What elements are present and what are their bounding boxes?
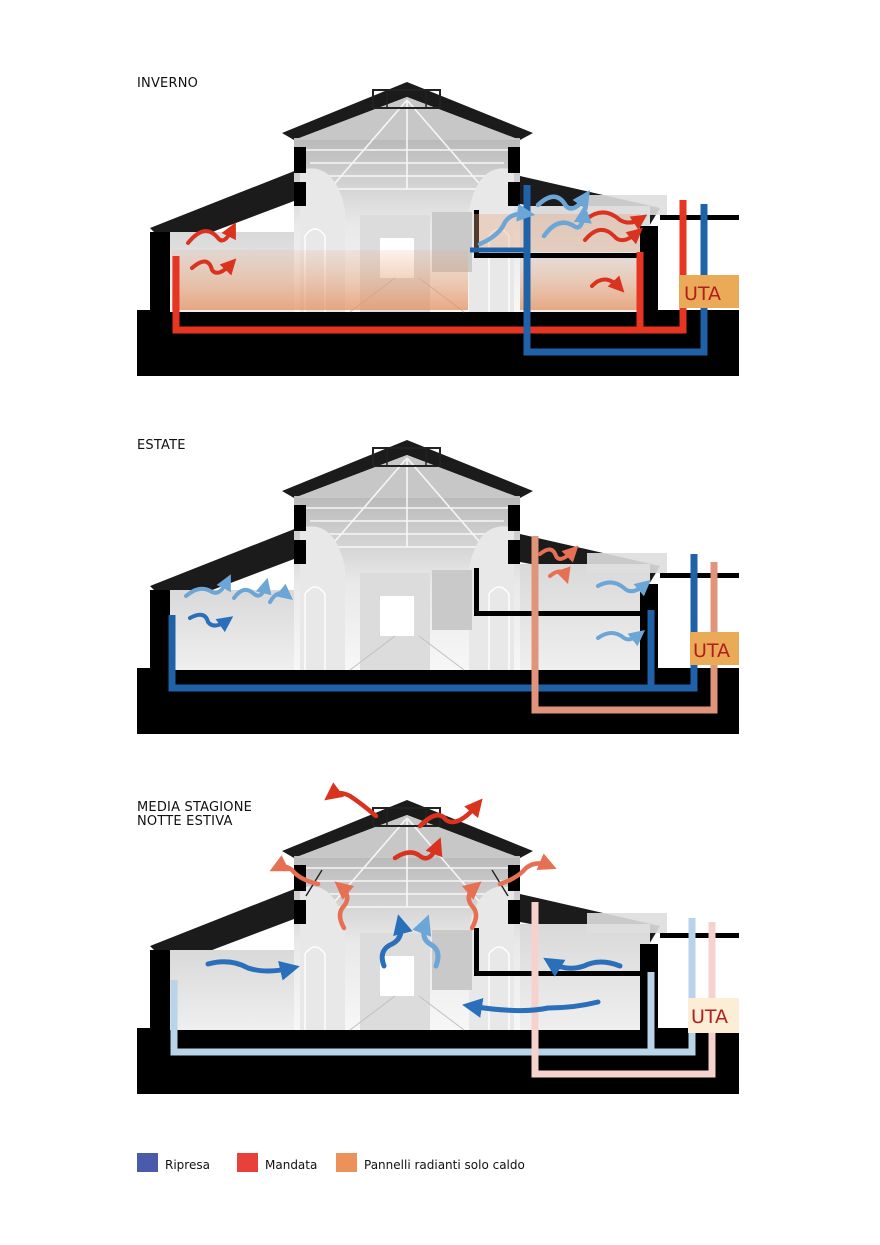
panel-label-estate: ESTATE <box>137 438 186 453</box>
legend-swatch-ripresa <box>137 1152 158 1172</box>
uta-label: UTA <box>693 640 730 662</box>
return-air-arrows <box>477 190 592 247</box>
radiant-floor-zone-left <box>172 250 468 310</box>
supply-duct-red <box>172 200 687 334</box>
section-media-stagione: UTA <box>136 782 740 1095</box>
uta-box <box>688 998 739 1033</box>
return-air-arrows <box>538 545 579 585</box>
uta-box <box>679 275 739 308</box>
legend-swatch-mandata <box>237 1152 258 1172</box>
panel-label-inverno: INVERNO <box>137 76 199 91</box>
legend-item-pannelli: Pannelli radianti solo caldo <box>336 1152 525 1172</box>
supply-duct-light-blue <box>170 918 696 1056</box>
radiant-floor-zone-right <box>520 258 640 310</box>
legend-label-mandata: Mandata <box>265 1158 318 1172</box>
legend-label-ripresa: Ripresa <box>165 1158 210 1172</box>
panel-label-media-stagione: MEDIA STAGIONE NOTTE ESTIVA <box>137 800 253 829</box>
supply-duct-blue <box>168 554 698 692</box>
legend-item-ripresa: Ripresa <box>137 1152 210 1172</box>
section-inverno: UTA <box>136 81 740 377</box>
section-estate: UTA <box>136 439 740 735</box>
uta-label: UTA <box>691 1006 728 1028</box>
cool-air-arrows <box>184 574 651 647</box>
intake-air-arrows <box>205 914 623 1018</box>
legend-label-pannelli: Pannelli radianti solo caldo <box>364 1158 525 1172</box>
uta-box <box>690 632 739 665</box>
uta-label: UTA <box>684 283 721 305</box>
legend-item-mandata: Mandata <box>237 1152 317 1172</box>
warm-air-arrows <box>186 210 648 293</box>
exhaust-air-arrows <box>269 782 557 931</box>
legend-swatch-pannelli <box>336 1152 357 1172</box>
